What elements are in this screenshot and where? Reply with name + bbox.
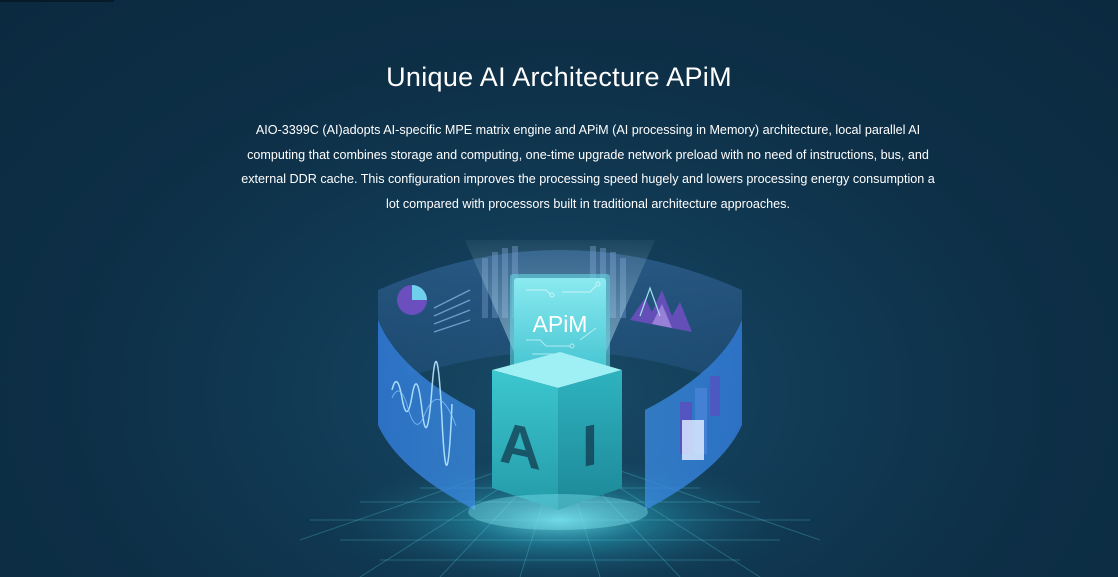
cube-base-glow — [468, 494, 648, 530]
section-description: AIO-3399C (AI)adopts AI-specific MPE mat… — [241, 123, 935, 211]
bar-chart-icon — [680, 376, 720, 460]
chip-label: APiM — [533, 311, 588, 337]
top-edge-bar — [0, 0, 114, 2]
apim-architecture-illustration: APiM A I — [300, 240, 820, 577]
cube-letter-a: A — [499, 410, 541, 483]
ring-left-panel — [378, 320, 475, 510]
chip-icon — [510, 274, 610, 370]
cube-letter-i: I — [582, 412, 598, 480]
ai-cube-icon — [492, 352, 622, 510]
section-title: Unique AI Architecture APiM — [386, 62, 732, 92]
waveform-icon — [391, 360, 457, 467]
pie-chart-icon — [397, 285, 471, 333]
ring-right-panel — [645, 320, 742, 510]
mountain-chart-icon — [630, 286, 692, 332]
